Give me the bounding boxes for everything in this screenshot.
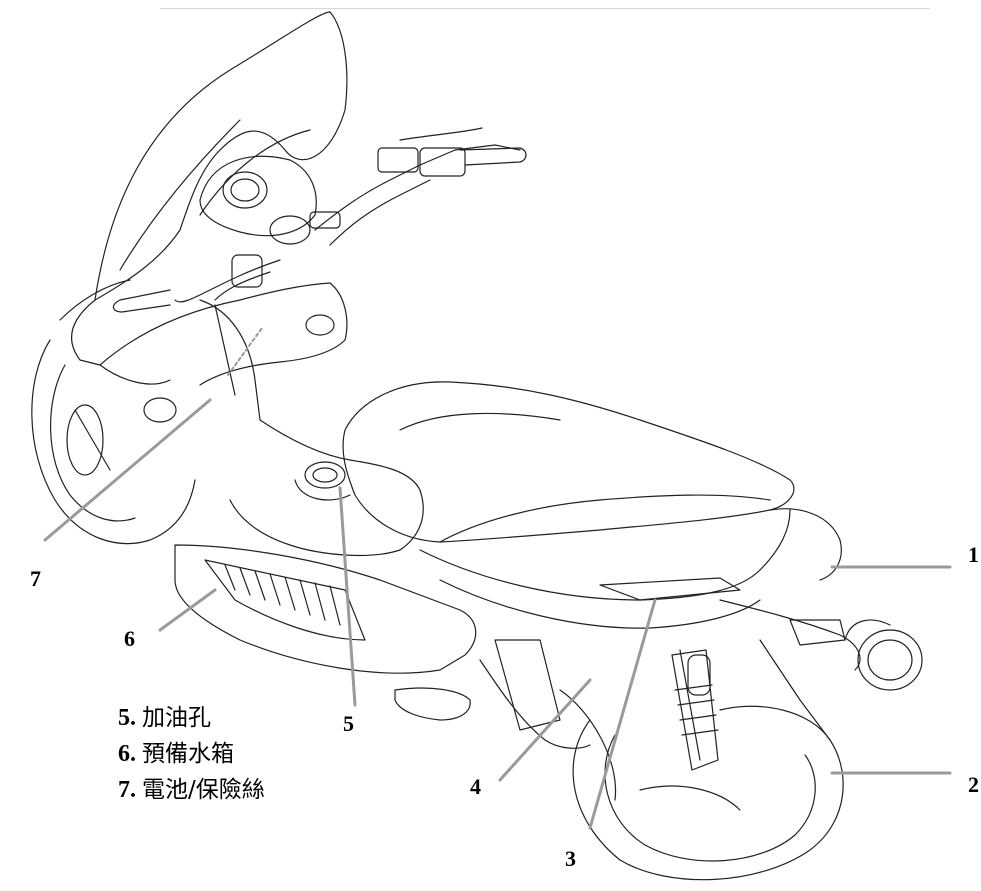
exhaust	[394, 687, 471, 721]
dashboard	[199, 155, 317, 237]
leader-line-6	[158, 588, 217, 632]
leader-line-7-dotted	[227, 327, 263, 376]
floorboard	[174, 544, 477, 674]
top-divider	[160, 8, 930, 9]
rear-light	[857, 629, 923, 691]
legend-number: 7.	[118, 777, 136, 803]
front-wheel	[31, 339, 196, 545]
legend-label: 預備水箱	[142, 741, 234, 767]
legend-number: 5.	[118, 705, 136, 731]
rear-wheel	[572, 705, 844, 881]
right-handlebar	[314, 144, 521, 231]
legend-item-fuel-filler: 5. 加油孔	[118, 700, 265, 736]
legend-number: 6.	[118, 741, 136, 767]
left-handlebar	[174, 259, 281, 303]
callout-2: 2	[968, 772, 979, 797]
center-tunnel	[229, 419, 424, 557]
rear-bodywork	[419, 509, 791, 601]
floorboard-grip	[204, 559, 366, 641]
callout-5: 5	[343, 711, 354, 736]
rear-shock	[679, 649, 701, 761]
fuel-cap	[304, 461, 346, 489]
legend-item-reserve-tank: 6. 預備水箱	[118, 736, 265, 772]
callout-6: 6	[124, 626, 135, 651]
leader-line-4	[498, 678, 592, 782]
windscreen	[94, 11, 348, 301]
leader-line-3	[588, 598, 657, 830]
leader-line-7	[43, 398, 212, 542]
callout-7: 7	[30, 566, 41, 591]
callout-1: 1	[968, 542, 979, 567]
legend-label: 電池/保險絲	[142, 777, 265, 803]
legend-label: 加油孔	[142, 705, 211, 731]
legend-item-battery-fuse: 7. 電池/保險絲	[118, 772, 265, 808]
legend: 5. 加油孔 6. 預備水箱 7. 電池/保險絲	[118, 700, 265, 808]
leader-line-5	[338, 486, 357, 707]
callout-4: 4	[470, 774, 481, 799]
callout-3: 3	[565, 846, 576, 871]
